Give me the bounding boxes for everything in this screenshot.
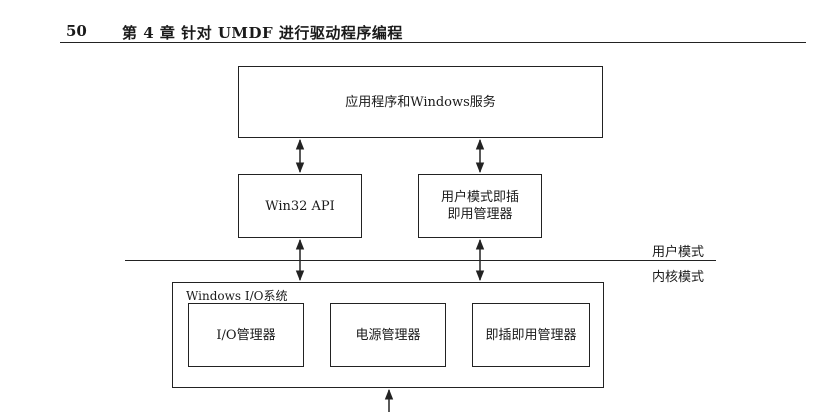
user-mode-label: 用户模式: [652, 245, 705, 260]
user-pnp-manager-box-label: 用户模式即插 即用管理器: [440, 190, 519, 222]
pnp-manager-box-label: 即插即用管理器: [485, 327, 577, 343]
io-manager-box: I/O管理器: [188, 303, 304, 367]
user-pnp-manager-box: 用户模式即插 即用管理器: [418, 174, 542, 238]
user-kernel-boundary-line: [125, 260, 716, 261]
page-number: 50: [66, 22, 87, 40]
win32-api-box: Win32 API: [238, 174, 362, 238]
io-manager-box-label: I/O管理器: [216, 327, 276, 343]
power-manager-box-label: 电源管理器: [355, 327, 421, 343]
win32-api-box-label: Win32 API: [265, 198, 335, 214]
applications-box: 应用程序和Windows服务: [238, 66, 603, 138]
io-system-label: Windows I/O系统: [186, 289, 288, 303]
chapter-title: 第 4 章 针对 UMDF 进行驱动程序编程: [122, 24, 403, 42]
pnp-manager-box: 即插即用管理器: [472, 303, 590, 367]
kernel-mode-label: 内核模式: [652, 270, 705, 285]
power-manager-box: 电源管理器: [330, 303, 446, 367]
applications-box-label: 应用程序和Windows服务: [345, 94, 496, 110]
header-rule: [60, 42, 806, 43]
